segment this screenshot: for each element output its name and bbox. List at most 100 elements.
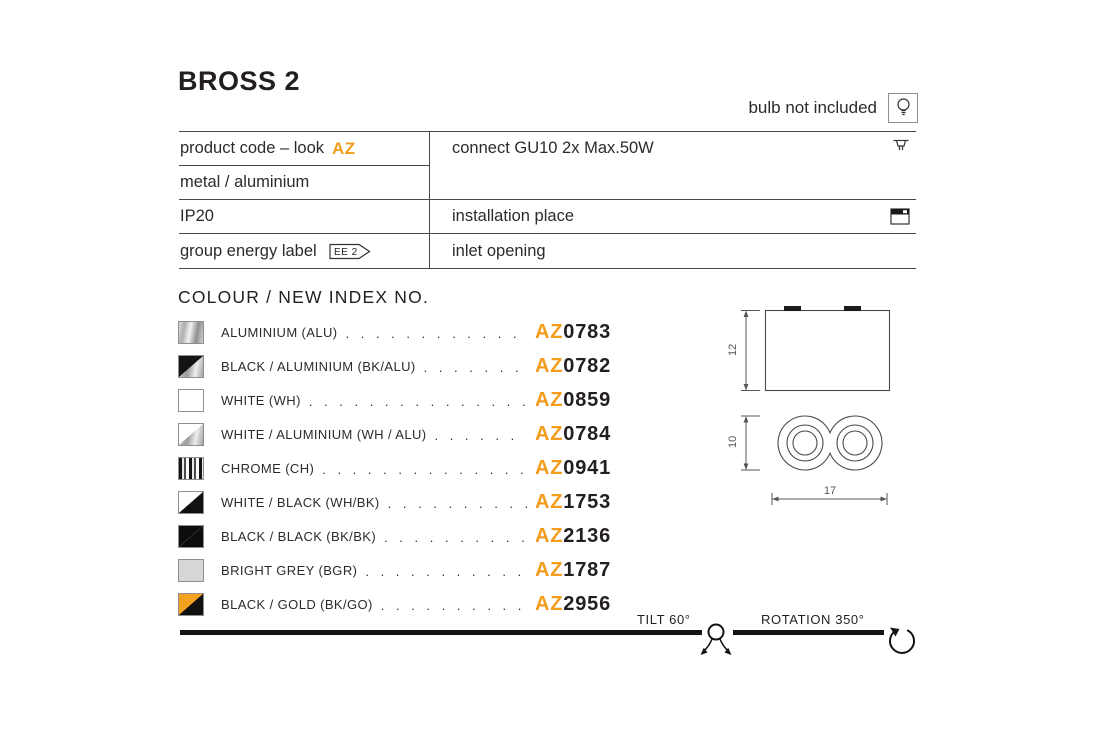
colour-label: WHITE / ALUMINIUM (WH / ALU) [221,426,427,442]
brand-accent: AZ [332,138,356,158]
dim-depth: 10 [727,436,739,448]
colour-label: BRIGHT GREY (BGR) [221,562,358,578]
code-prefix: AZ [535,558,564,581]
code-prefix: AZ [535,388,564,411]
dim-width: 17 [824,485,836,497]
svg-text:EE 2: EE 2 [334,247,358,258]
code-number: 1787 [563,558,611,581]
material-cell: metal / aluminium [179,166,429,200]
inlet-opening-cell: inlet opening [430,234,916,268]
swatch-white [178,388,204,412]
swatch-white-black [178,490,204,514]
spec-table-left-column: product code – look AZ metal / aluminium… [179,132,430,268]
colour-label: WHITE (WH) [221,392,301,408]
spec-table-right-column: connect GU10 2x Max.50W installation pla… [430,132,916,268]
footer-rule-right [733,630,884,635]
energy-label-text: group energy label [180,241,317,260]
colour-code: AZ0784 [535,423,611,446]
product-code-label: product code – look [180,139,325,157]
swatch-black-gold [178,592,204,616]
installation-place-cell: installation place [430,200,916,234]
colour-row-white: WHITE (WH) . . . . . . . . . . . . . . .… [178,383,611,417]
swatch-white-aluminium [178,422,204,446]
material-label: metal / aluminium [180,173,310,191]
bulb-icon [896,98,910,116]
colour-label: WHITE / BLACK (WH/BK) [221,494,380,510]
code-number: 0782 [563,354,611,377]
code-number: 0941 [563,456,611,479]
colour-label: ALUMINIUM (ALU) [221,324,338,340]
swatch-bright-grey [178,558,204,582]
colour-code: AZ2956 [535,593,611,616]
colour-row-white-aluminium: WHITE / ALUMINIUM (WH / ALU) . . . . . .… [178,417,611,451]
connect-label: connect GU10 2x Max.50W [452,139,654,157]
swatch-black-aluminium [178,354,204,378]
code-number: 2136 [563,524,611,547]
code-number: 0784 [563,422,611,445]
colour-code: AZ1787 [535,559,611,582]
colour-row-chrome: CHROME (CH) . . . . . . . . . . . . . . … [178,451,611,485]
swatch-black-black [178,524,204,548]
bulb-icon-box [888,93,918,123]
rotation-icon [889,627,915,654]
leader-dots: . . . . . . . . . . . . . . . . . . . . … [345,325,528,341]
footer-rule-left [180,630,702,635]
colour-code: AZ0783 [535,321,611,344]
colour-code: AZ0941 [535,457,611,480]
energy-label-cell: group energy label EE 2 [179,234,429,268]
code-number: 1753 [563,490,611,513]
spec-table: product code – look AZ metal / aluminium… [179,131,916,269]
colour-code: AZ2136 [535,525,611,548]
technical-drawing: 12 10 17 [727,306,891,505]
leader-dots: . . . . . . . . . . . . . . . . . . . . … [380,597,527,613]
colour-label: BLACK / BLACK (BK/BK) [221,528,377,544]
code-prefix: AZ [535,422,564,445]
installation-place-icon [890,208,910,225]
code-prefix: AZ [535,354,564,377]
colour-code: AZ0859 [535,389,611,412]
code-prefix: AZ [535,490,564,513]
dim-height: 12 [727,344,739,356]
leader-dots: . . . . . . . . . . . . . . . . . . . . … [308,393,527,409]
bulb-note-text: bulb not included [748,98,877,117]
energy-class-badge: EE 2 [329,243,371,259]
colour-list: ALUMINIUM (ALU) . . . . . . . . . . . . … [178,315,611,621]
colour-section-heading: COLOUR / NEW INDEX NO. [178,287,430,307]
code-prefix: AZ [535,524,564,547]
top-view-outline [777,415,883,471]
colour-row-white-black: WHITE / BLACK (WH/BK) . . . . . . . . . … [178,485,611,519]
ip-rating-cell: IP20 [179,200,429,234]
colour-label: BLACK / GOLD (BK/GO) [221,596,373,612]
tilt-icon [700,623,732,655]
page-title: BROSS 2 [178,66,301,96]
mounting-tab-left [784,306,801,311]
code-prefix: AZ [535,456,564,479]
leader-dots: . . . . . . . . . . . . . . . . . . . . … [423,359,527,375]
colour-row-black-black: BLACK / BLACK (BK/BK) . . . . . . . . . … [178,519,611,553]
code-number: 2956 [563,592,611,615]
product-code-cell: product code – look AZ [179,132,429,166]
colour-row-bright-grey: BRIGHT GREY (BGR) . . . . . . . . . . . … [178,553,611,587]
mounting-tab-right [844,306,861,311]
colour-row-aluminium: ALUMINIUM (ALU) . . . . . . . . . . . . … [178,315,611,349]
swatch-chrome [178,456,204,480]
swatch-aluminium [178,320,204,344]
inlet-opening-label: inlet opening [452,241,546,260]
gu10-socket-icon [893,139,909,150]
leader-dots: . . . . . . . . . . . . . . . . . . . . … [365,563,527,579]
leader-dots: . . . . . . . . . . . . . . . . . . . . … [387,495,527,511]
bulb-note: bulb not included [660,92,918,124]
installation-place-label: installation place [452,207,574,225]
code-number: 0859 [563,388,611,411]
side-view-body [764,309,891,392]
colour-code: AZ1753 [535,491,611,514]
connect-cell: connect GU10 2x Max.50W [430,132,916,200]
leader-dots: . . . . . . . . . . . . . . . . . . . . … [384,529,527,545]
colour-label: CHROME (CH) [221,460,315,476]
code-prefix: AZ [535,320,564,343]
code-prefix: AZ [535,592,564,615]
ip-rating-label: IP20 [180,207,214,225]
colour-code: AZ0782 [535,355,611,378]
colour-row-black-aluminium: BLACK / ALUMINIUM (BK/ALU) . . . . . . .… [178,349,611,383]
